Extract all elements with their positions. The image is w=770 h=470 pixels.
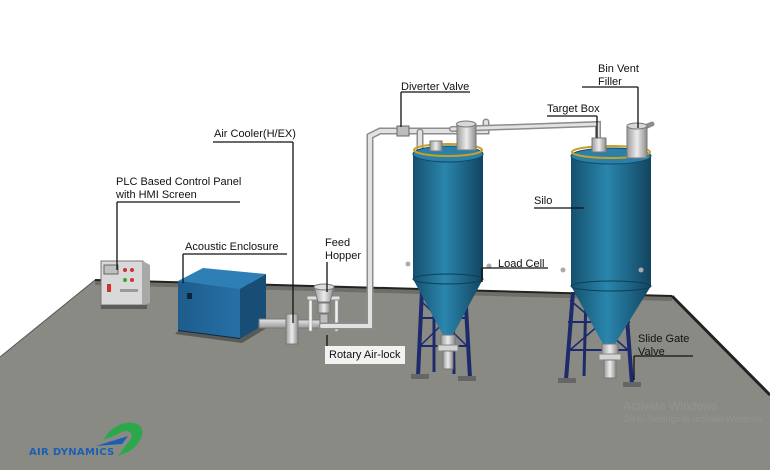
target-box-label: Target Box [547,103,600,115]
acoustic-enclosure [175,268,270,343]
plc-control-panel [100,260,150,309]
control-panel-label-line1: PLC Based Control Panel [116,176,242,188]
activation-watermark-subtitle: Go to Settings to activate Windows. [623,414,766,424]
feed-hopper-label-line1: Feed [325,237,351,249]
diverter-valve [396,125,410,137]
activation-watermark-title: Activate Windows [623,399,718,413]
air-dynamics-logo-mark [96,422,143,456]
control-panel-label-line2: with HMI Screen [116,189,197,201]
acoustic-enclosure-label: Acoustic Enclosure [185,241,279,253]
bin-vent-label-line2: Filler [598,76,622,88]
leader-lines [116,86,693,380]
load-cell-label: Load Cell [498,258,545,270]
bin-vent-label-line1: Bin Vent [598,63,639,75]
conveying-pipeline [318,118,655,330]
air-cooler-label: Air Cooler(H/EX) [214,128,296,140]
feed-hopper-label-line2: Hopper [325,250,362,262]
slide-gate-label-line1: Slide Gate [638,333,690,345]
silo-label: Silo [534,195,553,207]
rotary-airlock-label: Rotary Air-lock [325,346,405,364]
diverter-valve-label: Diverter Valve [401,81,470,93]
brand-name: AIR DYNAMICS [29,447,115,458]
silo-2 [558,122,652,387]
silo-1 [405,120,492,381]
slide-gate-label-line2: Valve [638,346,665,358]
